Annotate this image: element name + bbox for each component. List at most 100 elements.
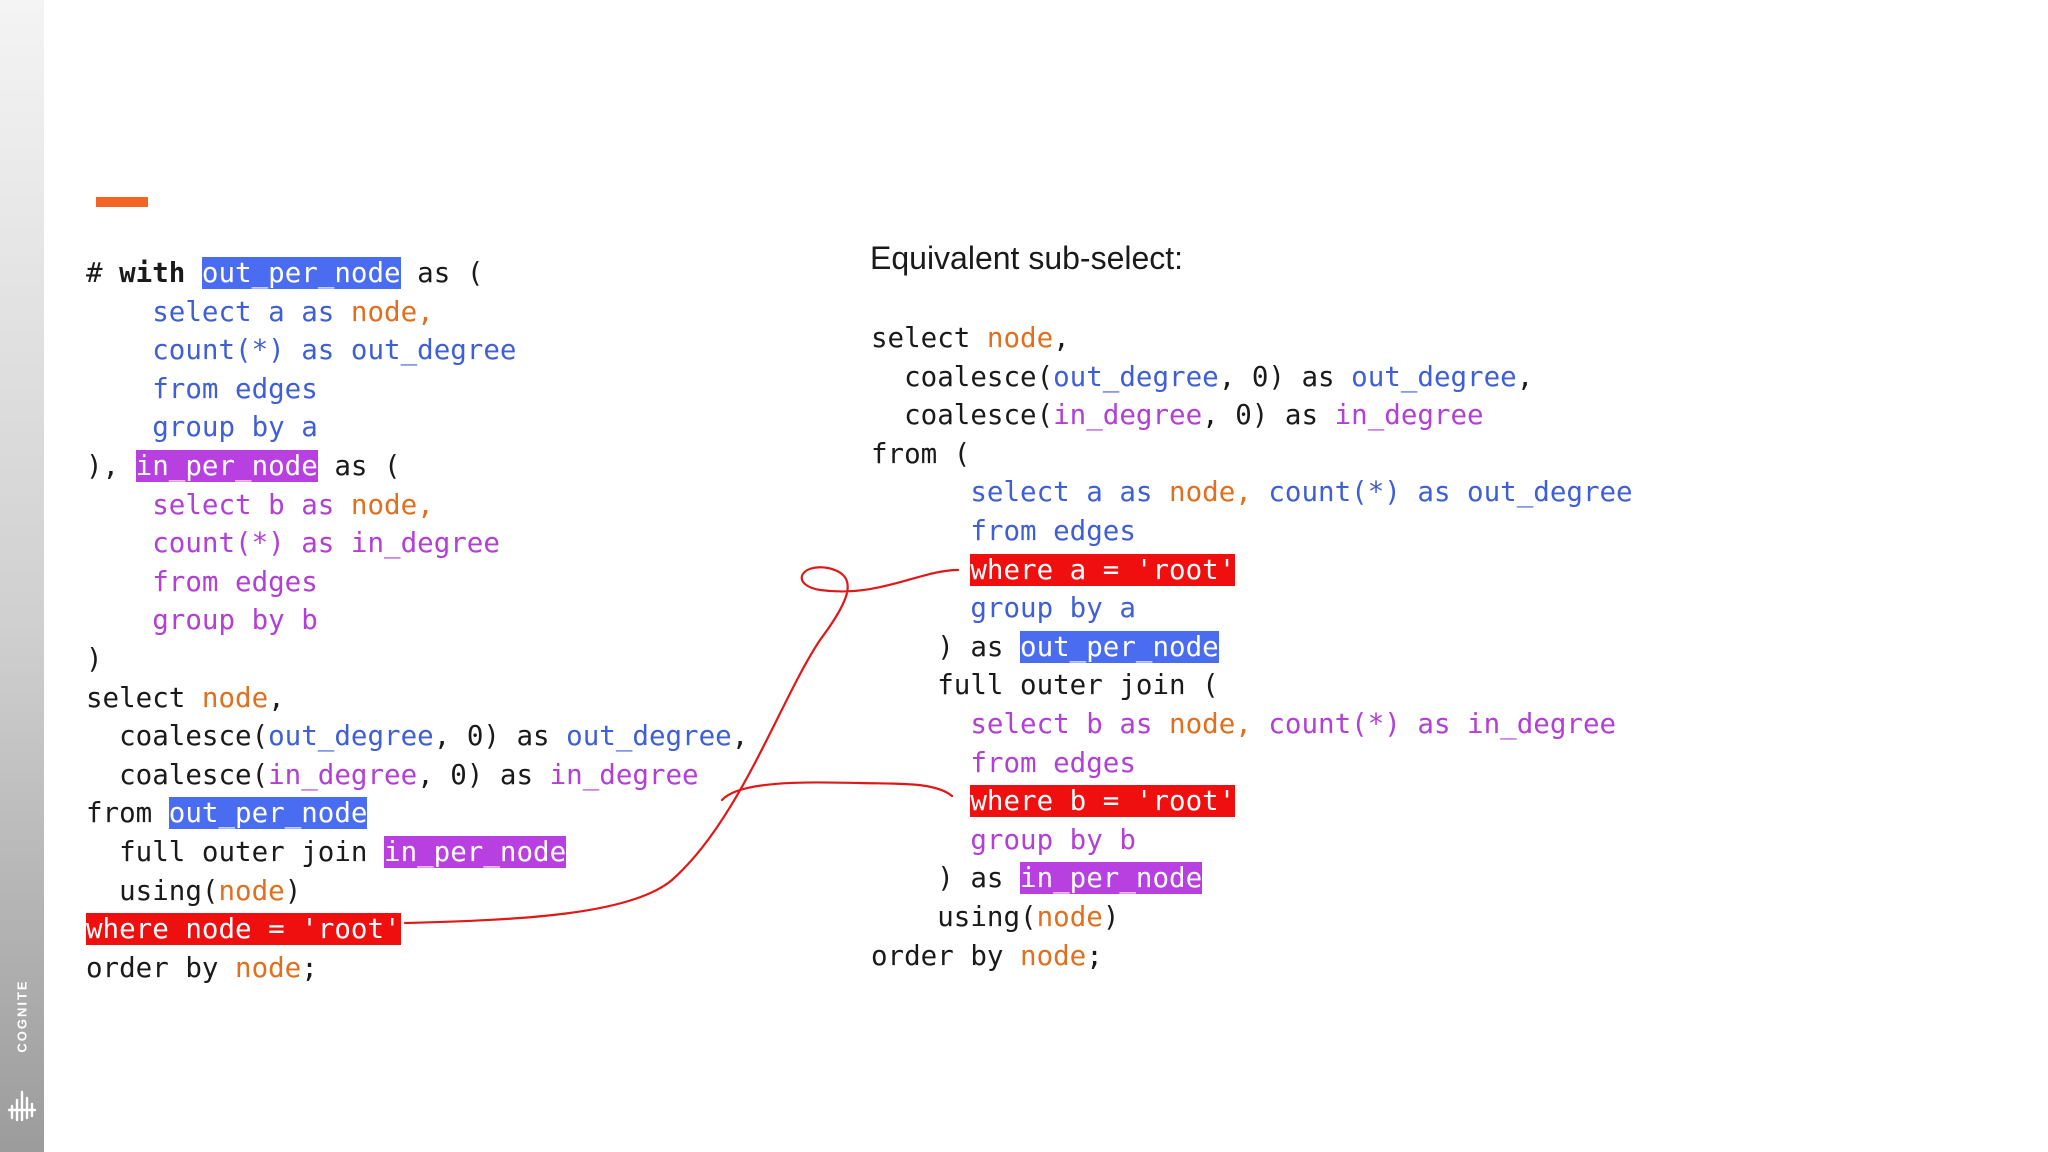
code-token: in_degree — [1053, 399, 1203, 432]
code-line: ), in_per_node as ( — [86, 449, 401, 482]
code-token: group by b — [152, 604, 318, 637]
code-token: from ( — [871, 437, 971, 470]
code-token — [871, 476, 970, 508]
code-token: count(*) as out_degree — [152, 334, 517, 367]
code-token: ) — [284, 874, 302, 907]
code-token — [86, 334, 152, 366]
code-line: where a = 'root' — [871, 553, 1236, 586]
code-token: using( — [86, 874, 219, 907]
code-line: from out_per_node — [86, 797, 368, 830]
code-token: in_per_node — [135, 449, 318, 482]
code-token: order by — [871, 939, 1021, 972]
code-token: node — [1036, 900, 1103, 933]
code-token: group by a — [970, 592, 1136, 625]
code-token: with — [119, 257, 186, 289]
code-line: group by a — [871, 592, 1136, 624]
code-token: in_degree — [1334, 399, 1484, 432]
code-token: full outer join ( — [871, 669, 1219, 702]
accent-bar — [96, 197, 148, 207]
code-line: ) — [86, 643, 103, 675]
code-line: where b = 'root' — [871, 785, 1236, 818]
code-token: as ( — [317, 449, 401, 482]
code-line: using(node) — [86, 875, 301, 907]
code-token: node — [235, 951, 302, 984]
cognite-logo-icon — [7, 1090, 37, 1122]
code-token: , — [268, 681, 285, 714]
code-line: order by node; — [86, 952, 318, 984]
code-token: ; — [1086, 939, 1103, 972]
code-line: group by a — [86, 411, 318, 443]
code-token: out_degree — [268, 720, 434, 753]
code-token: count(*) as in_degree — [152, 527, 500, 560]
code-line: count(*) as in_degree — [86, 527, 500, 559]
code-token: , 0) as — [1218, 360, 1352, 393]
code-line: coalesce(in_degree, 0) as in_degree — [86, 759, 699, 791]
code-token: node — [218, 874, 285, 907]
code-line: select b as node, count(*) as in_degree — [871, 708, 1616, 740]
code-token: , — [731, 720, 749, 753]
code-token: coalesce( — [86, 720, 269, 753]
code-token: out_per_node — [168, 797, 368, 830]
code-line: select b as node, — [86, 488, 434, 521]
code-token — [86, 373, 152, 405]
code-line: select node, — [86, 682, 285, 714]
code-token: node, — [1169, 707, 1269, 740]
code-token — [185, 257, 202, 289]
code-line: from edges — [871, 515, 1136, 547]
code-token: in_per_node — [384, 835, 567, 868]
code-line: group by b — [871, 824, 1136, 856]
brand-sidebar: COGNITE — [0, 0, 44, 1152]
code-line: from ( — [871, 438, 970, 470]
code-token — [86, 489, 152, 521]
code-token: from edges — [152, 565, 318, 598]
code-token: out_degree — [1351, 360, 1517, 393]
code-token: where node = 'root' — [86, 913, 401, 946]
code-token: node — [201, 681, 269, 714]
code-token: ), — [86, 449, 136, 482]
code-token — [86, 604, 152, 636]
code-line: coalesce(out_degree, 0) as out_degree, — [871, 361, 1533, 393]
code-token: in_per_node — [1020, 862, 1203, 895]
code-token: out_per_node — [201, 257, 401, 289]
code-token: node — [986, 322, 1054, 354]
code-token: coalesce( — [871, 360, 1054, 393]
code-line: from edges — [871, 747, 1136, 779]
code-token: node — [1020, 939, 1087, 972]
code-line: select a as node, — [86, 295, 434, 328]
code-token — [871, 785, 970, 817]
code-token: select a as — [970, 476, 1170, 509]
code-token: as ( — [400, 257, 484, 289]
code-token — [86, 411, 152, 443]
code-token: , 0) as — [433, 720, 567, 753]
code-token — [871, 515, 970, 547]
code-token: select a as — [152, 295, 351, 328]
subselect-query-code: select node, coalesce(out_degree, 0) as … — [871, 319, 1633, 975]
code-token: select b as — [152, 488, 351, 521]
code-line: from edges — [86, 373, 318, 405]
code-line: full outer join in_per_node — [86, 835, 567, 868]
code-token: , 0) as — [1202, 399, 1335, 432]
code-token — [86, 296, 152, 328]
code-token — [871, 592, 970, 624]
code-token: in_degree — [268, 758, 418, 791]
code-token: select — [86, 681, 202, 714]
code-line: # with out_per_node as ( — [86, 257, 483, 289]
code-line: group by b — [86, 604, 318, 636]
code-token: out_degree — [566, 720, 732, 753]
code-token: count(*) as in_degree — [1268, 707, 1617, 740]
code-token: ) as — [871, 862, 1021, 895]
code-token — [871, 708, 970, 740]
code-line: select a as node, count(*) as out_degree — [871, 476, 1632, 509]
code-token: node, — [350, 295, 434, 328]
code-token — [871, 554, 970, 586]
code-token — [86, 566, 152, 598]
code-token: where a = 'root' — [970, 553, 1236, 586]
code-token: from edges — [970, 746, 1136, 779]
code-token: node, — [350, 488, 434, 521]
code-token — [86, 527, 152, 559]
code-line: full outer join ( — [871, 669, 1219, 702]
code-token: from edges — [152, 372, 318, 405]
code-token: ) — [86, 642, 103, 675]
code-token: coalesce( — [86, 758, 269, 791]
code-line: coalesce(out_degree, 0) as out_degree, — [86, 720, 748, 752]
